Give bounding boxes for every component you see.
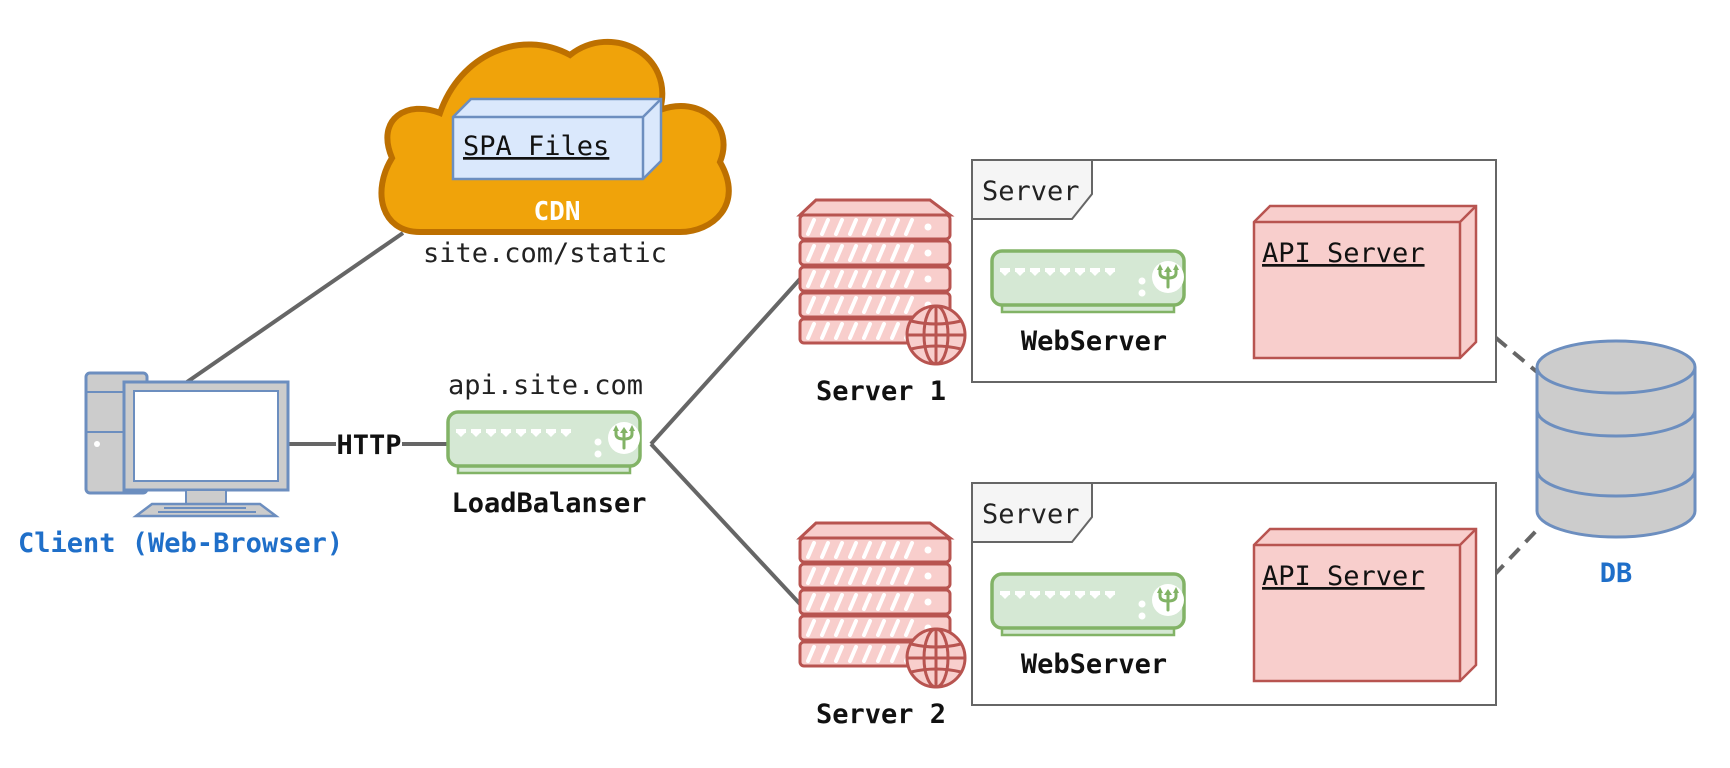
api-server-1-label: API Server	[1262, 238, 1425, 269]
webserver-1-icon	[990, 249, 1186, 314]
lb-host-label: api.site.com	[448, 370, 643, 401]
api-server-1-node	[1252, 204, 1478, 360]
server-1-frame-title: Server	[982, 176, 1080, 207]
load-balancer-icon	[446, 410, 642, 475]
server-2-frame-title: Server	[982, 499, 1080, 530]
server-2-label: Server 2	[816, 699, 946, 730]
api2-db-connector	[1476, 528, 1539, 594]
webserver-2-icon	[990, 572, 1186, 637]
lb-server1-connector	[649, 277, 802, 446]
load-balancer-label: LoadBalanser	[451, 488, 646, 519]
database-icon	[1535, 339, 1697, 539]
http-label: HTTP	[336, 430, 401, 461]
cdn-url-label: site.com/static	[423, 238, 667, 269]
cdn-label: CDN	[534, 197, 581, 227]
client-cdn-connector	[185, 231, 405, 384]
webserver-2-label: WebServer	[1021, 649, 1167, 680]
client-computer-icon	[84, 371, 290, 518]
database-label: DB	[1600, 558, 1633, 589]
webserver-1-label: WebServer	[1021, 326, 1167, 357]
server-2-icon	[798, 521, 967, 689]
client-label: Client (Web-Browser)	[18, 528, 343, 559]
lb-server2-connector	[649, 442, 802, 606]
api-server-2-label: API Server	[1262, 561, 1425, 592]
spa-files-label: SPA Files	[463, 131, 609, 162]
server-1-icon	[798, 198, 967, 366]
api-server-2-node	[1252, 527, 1478, 683]
server-1-label: Server 1	[816, 376, 946, 407]
spa-files-artifact	[451, 97, 663, 181]
